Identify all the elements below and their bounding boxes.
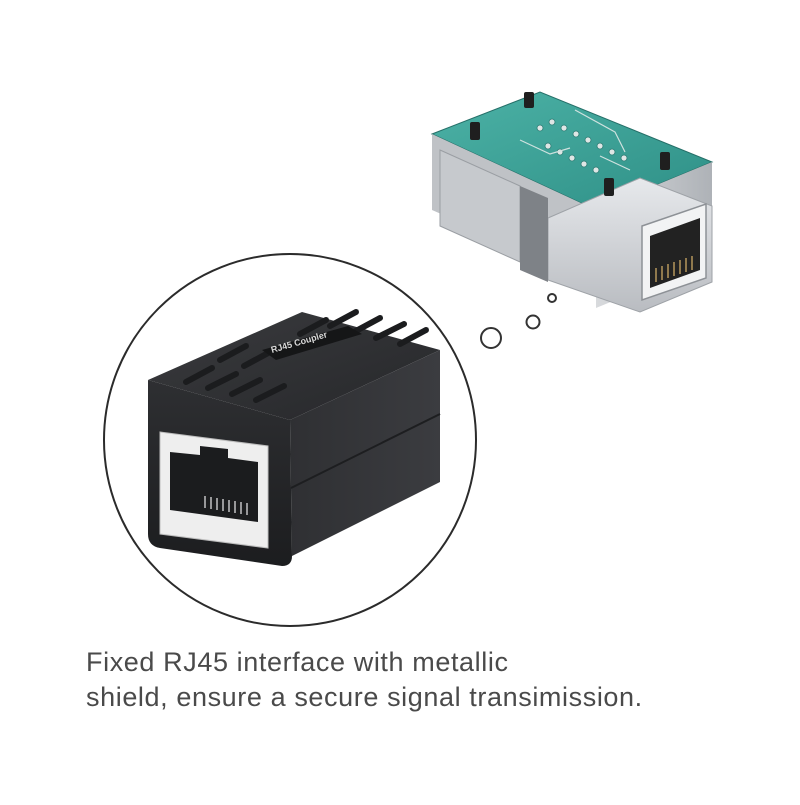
thought-bubble-dots-icon — [480, 293, 557, 349]
rj45-coupler-body: RJ45 Coupler — [148, 309, 441, 566]
caption-line-2: shield, ensure a secure signal transimis… — [86, 682, 643, 712]
rj45-port-icon — [159, 431, 269, 549]
caption: Fixed RJ45 interface with metallic shiel… — [86, 645, 776, 715]
pcb-coupler-internal — [430, 91, 714, 313]
caption-line-1: Fixed RJ45 interface with metallic — [86, 647, 509, 677]
